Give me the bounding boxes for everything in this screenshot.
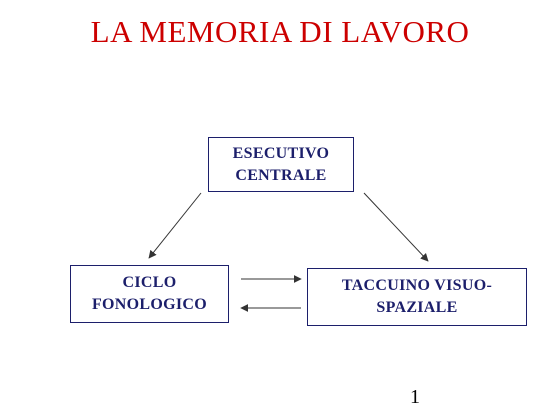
central-executive-line2: CENTRALE xyxy=(235,166,327,184)
phonological-loop-box: CICLO FONOLOGICO xyxy=(70,265,229,323)
page-number: 1 xyxy=(410,386,420,408)
arrow-exec-to-taccuino xyxy=(363,192,429,262)
visuospatial-sketchpad-line2: SPAZIALE xyxy=(376,299,458,316)
arrow-exec-to-ciclo xyxy=(148,192,202,259)
central-executive-box: ESECUTIVO CENTRALE xyxy=(208,137,354,192)
visuospatial-sketchpad-box: TACCUINO VISUO- SPAZIALE xyxy=(307,268,527,326)
visuospatial-sketchpad-line1: TACCUINO VISUO- xyxy=(341,277,493,294)
slide-title: LA MEMORIA DI LAVORO xyxy=(90,14,470,49)
phonological-loop-line2: FONOLOGICO xyxy=(91,296,207,313)
phonological-loop-line1: CICLO xyxy=(122,274,177,291)
central-executive-line1: ESECUTIVO xyxy=(232,144,330,162)
